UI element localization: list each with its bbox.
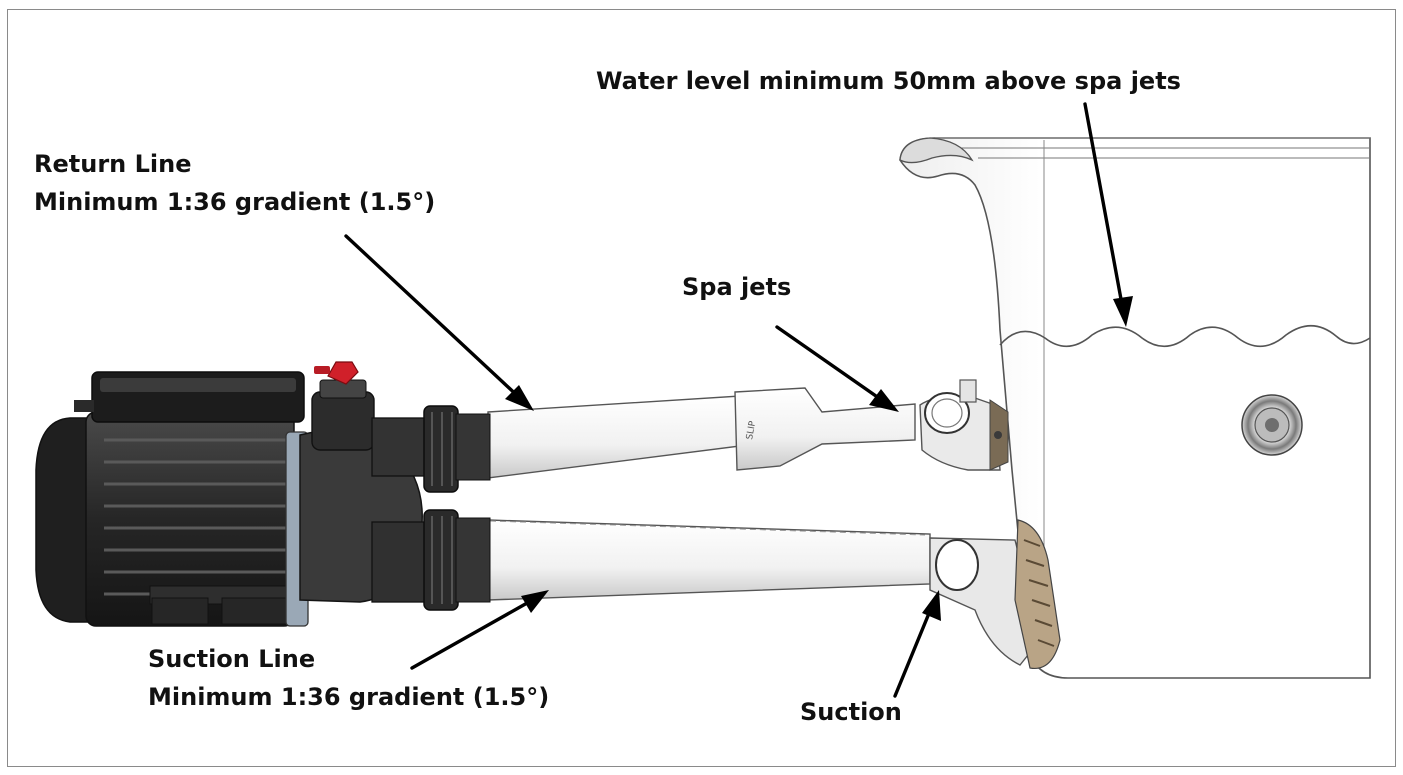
water-level-label: Water level minimum 50mm above spa jets	[596, 67, 1181, 95]
suction-label: Suction	[800, 698, 902, 726]
suction-line-arrow	[410, 596, 538, 670]
diagram-border	[7, 9, 1396, 767]
svg-text:SLIP: SLIP	[745, 420, 758, 441]
pump-unit	[35, 361, 491, 627]
spa-jet-assembly	[919, 379, 1009, 471]
suction-cover	[1014, 519, 1061, 670]
leader-arrows	[344, 102, 1133, 698]
suction-line-title: Suction Line	[148, 645, 316, 673]
spa-tub	[899, 137, 1371, 679]
strainer-lid	[311, 391, 375, 451]
motor-end-cap	[35, 417, 89, 623]
suction-line-gradient: Minimum 1:36 gradient (1.5°)	[148, 683, 550, 711]
return-line-arrow	[344, 234, 524, 402]
spa-jets-arrow	[775, 325, 888, 405]
water-level-arrow	[1083, 102, 1125, 312]
suction-fitting	[935, 539, 979, 591]
return-reducer	[734, 387, 916, 471]
return-line-gradient: Minimum 1:36 gradient (1.5°)	[34, 188, 436, 216]
return-line-title: Return Line	[34, 150, 192, 178]
suction-pipe	[487, 519, 1061, 670]
water-level-line	[999, 324, 1371, 348]
return-pipe: SLIP	[487, 387, 916, 479]
valve-handle	[327, 361, 359, 385]
suction-arrow	[893, 604, 934, 698]
spa-jets-label: Spa jets	[682, 273, 792, 301]
